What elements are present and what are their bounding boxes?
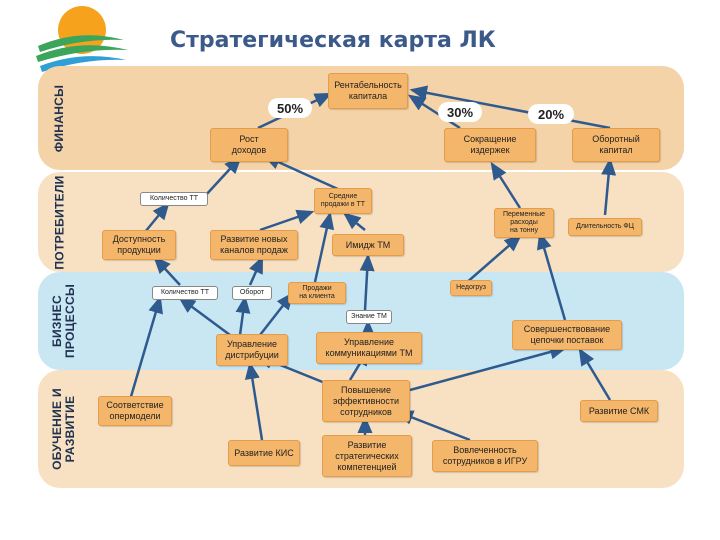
node-product-access[interactable]: Доступность продукции [102, 230, 176, 260]
node-model-compliance[interactable]: Соответствие опермодели [98, 396, 172, 426]
node-competences[interactable]: Развитие стратегических компетенцией [322, 435, 412, 477]
node-communications[interactable]: Управление коммуникациями ТМ [316, 332, 422, 364]
node-avg-sales[interactable]: Средние продажи в ТТ [314, 188, 372, 214]
node-supply-chain[interactable]: Совершенствование цепочки поставок [512, 320, 622, 350]
percent-30: 30% [438, 102, 482, 122]
node-income-growth[interactable]: Рост доходов [210, 128, 288, 162]
node-staff-engagement[interactable]: Вовлеченность сотрудников в ИГРУ [432, 440, 538, 472]
node-client-sales[interactable]: Продажи на клиента [288, 282, 346, 304]
page-title: Стратегическая карта ЛК [170, 28, 496, 53]
node-staff-efficiency[interactable]: Повышение эффективности сотрудников [322, 380, 410, 422]
node-duration-fc[interactable]: Длительность ФЦ [568, 218, 642, 236]
node-brand-image[interactable]: Имидж ТМ [332, 234, 404, 256]
percent-20: 20% [528, 104, 574, 124]
node-brand-knowledge[interactable]: Знание ТМ [346, 310, 392, 324]
node-working-capital[interactable]: Оборотный капитал [572, 128, 660, 162]
node-turnover[interactable]: Оборот [232, 286, 272, 300]
node-distribution[interactable]: Управление дистрибуции [216, 334, 288, 366]
node-roe[interactable]: Рентабельность капитала [328, 73, 408, 109]
node-expenses-per-ton[interactable]: Переменные расходы на тонну [494, 208, 554, 238]
company-logo [36, 6, 128, 72]
node-smk[interactable]: Развитие СМК [580, 400, 658, 422]
node-shortage[interactable]: Недогруз [450, 280, 492, 296]
node-kis[interactable]: Развитие КИС [228, 440, 300, 466]
node-tt-count-1[interactable]: Количество ТТ [140, 192, 208, 206]
node-new-channels[interactable]: Развитие новых каналов продаж [210, 230, 298, 260]
percent-50: 50% [268, 98, 312, 118]
node-cost-reduction[interactable]: Сокращение издержек [444, 128, 536, 162]
node-tt-count-2[interactable]: Количество ТТ [152, 286, 218, 300]
